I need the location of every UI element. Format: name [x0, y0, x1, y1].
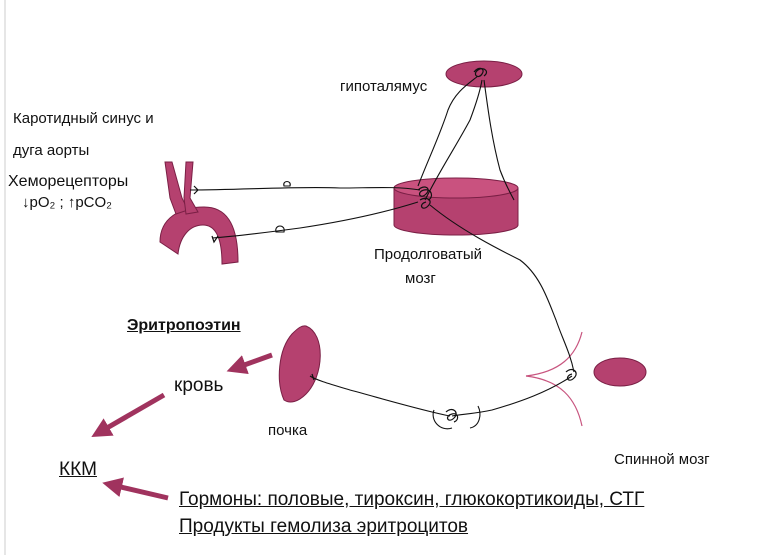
label-carotid-line2: дуга аорты: [13, 142, 90, 159]
label-kkm: ККМ: [59, 459, 97, 480]
hypothalamus-shape: [445, 60, 523, 88]
label-carotid-line1: Каротидный синус и: [13, 110, 154, 127]
label-hormones: Гормоны: половые, тироксин, глюкокортико…: [179, 489, 645, 510]
label-kidney: почка: [268, 422, 308, 439]
arrow-blood-to-kkm: [91, 392, 166, 438]
kidney-shape: [278, 325, 321, 403]
label-gas-values: ↓pO₂ ; ↑pCO₂: [22, 194, 112, 211]
medulla-shape: [393, 177, 519, 236]
label-medulla-line1: Продолговатый: [374, 246, 482, 263]
spinal-cord-shape: [525, 331, 647, 427]
label-blood: кровь: [174, 375, 224, 396]
label-medulla-line2: мозг: [405, 270, 436, 287]
label-spinal-cord: Спинной мозг: [614, 451, 710, 468]
synapse-marks: [193, 67, 577, 423]
arrow-kidney-to-erythropoietin: [226, 352, 273, 375]
label-hemolysis: Продукты гемолиза эритроцитов: [179, 516, 469, 537]
label-chemoreceptors: Хеморецепторы: [8, 173, 129, 190]
label-erythropoietin: Эритропоэтин: [127, 317, 241, 334]
arrow-hormones-to-kkm: [102, 477, 169, 501]
label-hypothalamus: гипоталямус: [340, 78, 428, 95]
carotid-aorta-shape: [159, 161, 239, 265]
nerve-pathways: [189, 75, 575, 430]
